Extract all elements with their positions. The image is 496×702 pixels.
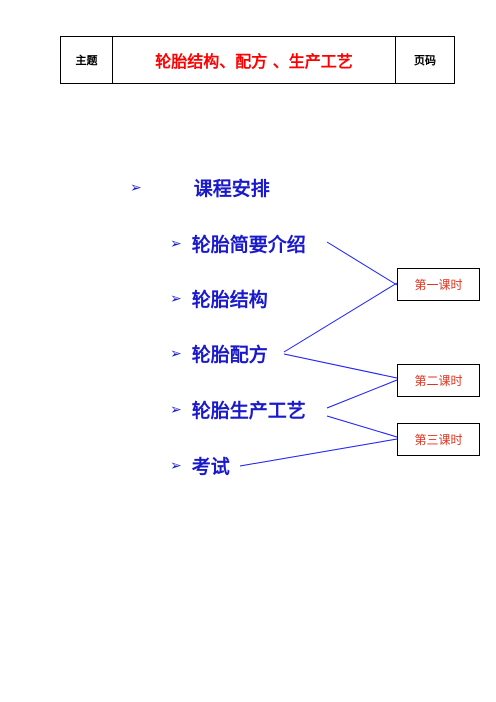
outline-item-label: 轮胎结构: [191, 289, 268, 311]
outline-heading-label: 课程安排: [193, 178, 270, 200]
header-table: 主题 轮胎结构、配方 、生产工艺 页码: [60, 36, 455, 84]
connector-line: [326, 379, 398, 409]
arrow-bullet-icon: ➢: [170, 457, 182, 474]
outline-item: ➢ 考试: [170, 452, 230, 479]
arrow-bullet-icon: ➢: [130, 179, 142, 196]
connector-line: [239, 438, 398, 467]
session-box: 第一课时: [397, 268, 480, 301]
arrow-bullet-icon: ➢: [170, 401, 182, 418]
connector-line: [283, 353, 398, 379]
outline-item-label: 轮胎生产工艺: [191, 400, 306, 422]
connector-line: [326, 415, 398, 438]
outline-heading: ➢ 课程安排: [130, 174, 270, 201]
outline-item-label: 轮胎简要介绍: [191, 234, 306, 256]
outline-item: ➢ 轮胎生产工艺: [170, 396, 306, 423]
outline-item: ➢ 轮胎配方: [170, 340, 268, 367]
outline-item-label: 考试: [191, 456, 230, 478]
arrow-bullet-icon: ➢: [170, 235, 182, 252]
arrow-bullet-icon: ➢: [170, 345, 182, 362]
outline-item-label: 轮胎配方: [191, 344, 268, 366]
outline-item: ➢ 轮胎简要介绍: [170, 230, 306, 257]
arrow-bullet-icon: ➢: [170, 290, 182, 307]
session-box: 第二课时: [397, 364, 480, 397]
topic-label: 主题: [61, 37, 113, 83]
session-box: 第三课时: [397, 423, 480, 456]
page-label: 页码: [414, 54, 436, 67]
outline-item: ➢ 轮胎结构: [170, 285, 268, 312]
connector-line: [326, 241, 398, 286]
document-title: 轮胎结构、配方 、生产工艺: [113, 37, 396, 83]
connector-line: [283, 282, 398, 353]
